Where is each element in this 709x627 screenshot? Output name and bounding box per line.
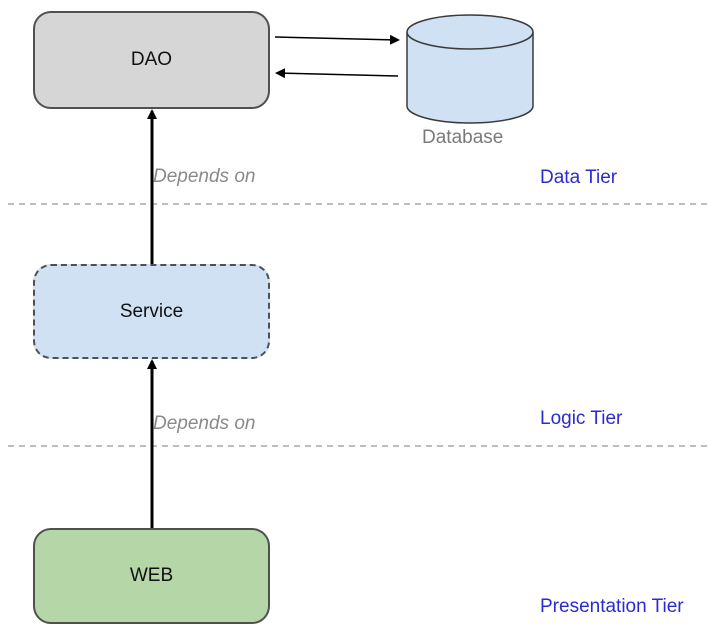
presentation-tier-label: Presentation Tier — [540, 596, 684, 617]
database-label: Database — [422, 127, 504, 148]
database-cylinder-icon — [406, 14, 534, 124]
web-label: WEB — [129, 565, 174, 586]
service-node[interactable]: Service — [33, 264, 270, 359]
data-depends-label: Depends on — [153, 166, 256, 187]
arrow-database-to-dao — [275, 68, 399, 79]
logic-tier-label: Logic Tier — [540, 408, 623, 429]
service-label: Service — [119, 300, 184, 322]
web-node[interactable]: WEB — [33, 528, 270, 624]
logic-depends-label: Depends on — [153, 413, 256, 434]
arrow-dao-to-database — [274, 34, 400, 45]
dao-node[interactable]: DAO — [33, 11, 270, 109]
dao-label: DAO — [130, 49, 173, 70]
data-tier-label: Data Tier — [540, 167, 618, 188]
